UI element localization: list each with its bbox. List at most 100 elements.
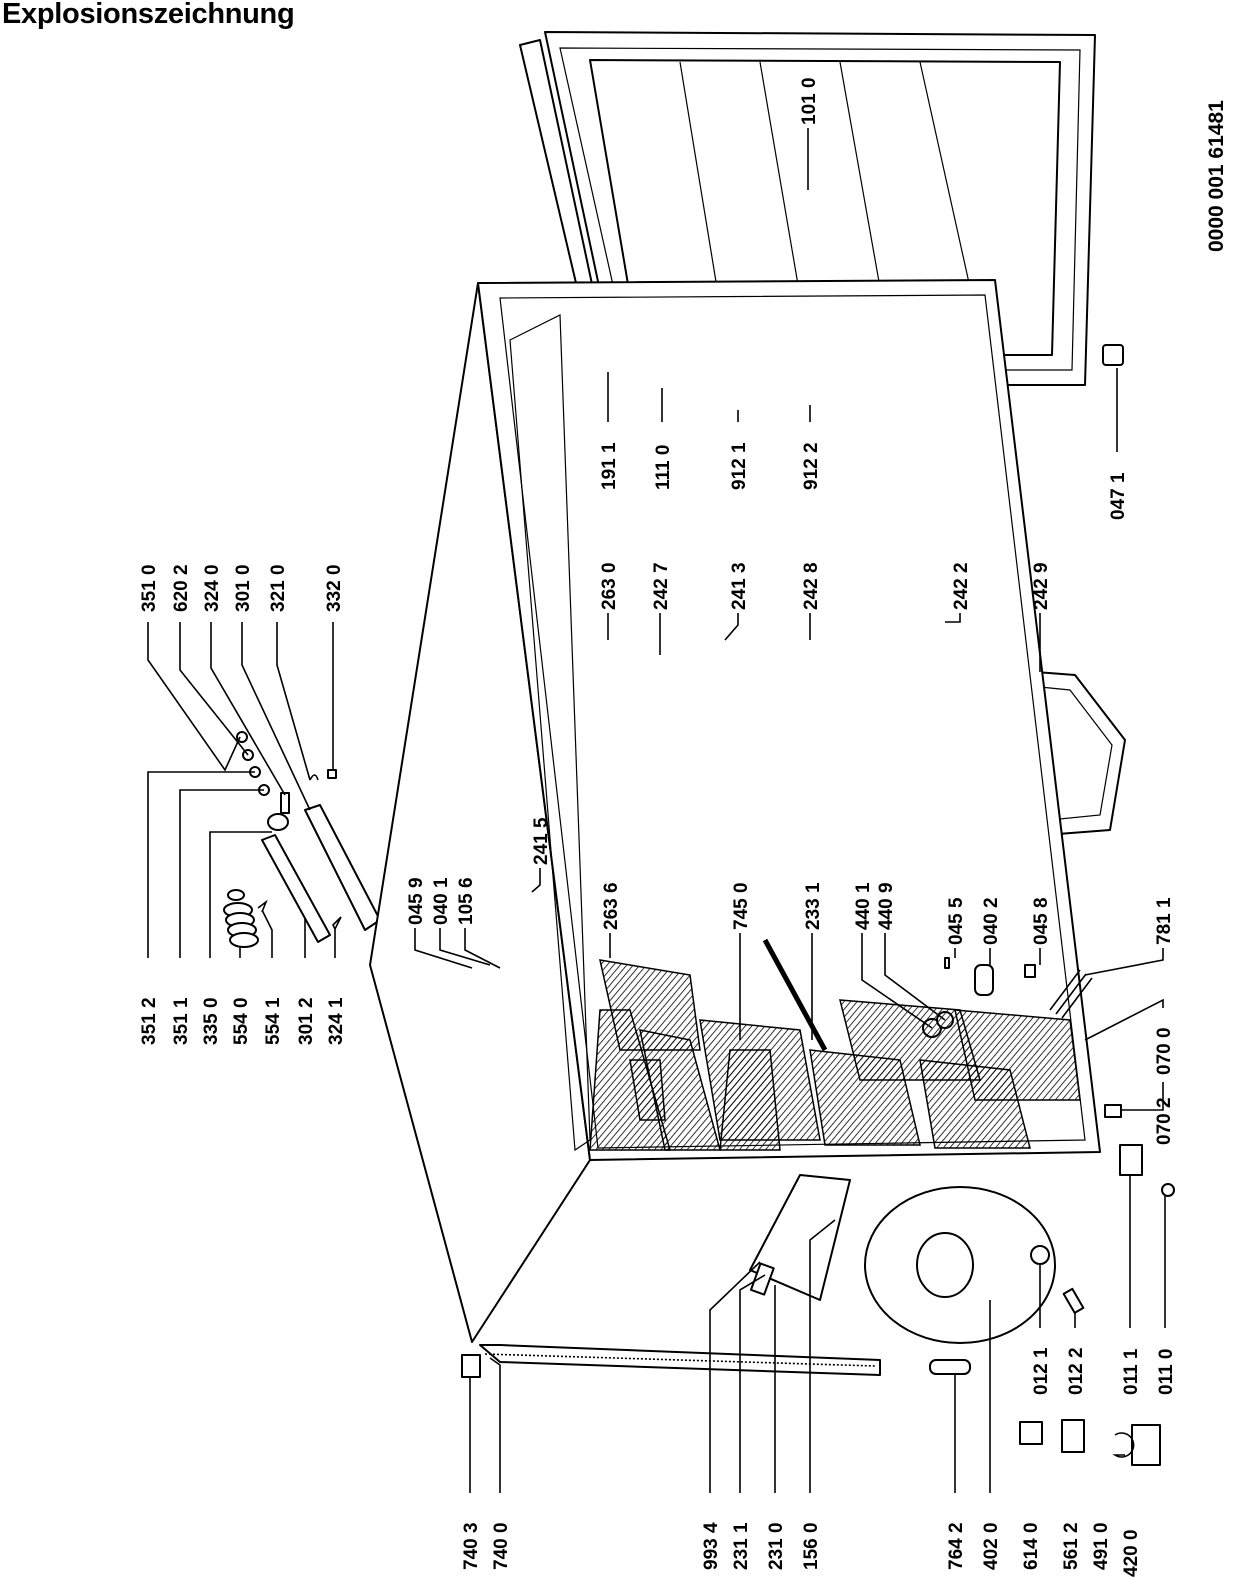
leader-line bbox=[179, 622, 249, 756]
hinge-bottom bbox=[1119, 1144, 1143, 1176]
leader-line bbox=[724, 613, 739, 641]
compressor bbox=[916, 1232, 974, 1298]
part-label-4200: 420 0 bbox=[1121, 1529, 1142, 1577]
part-label-2428: 242 8 bbox=[801, 562, 822, 610]
leader-line bbox=[147, 622, 241, 772]
part-label-6140: 614 0 bbox=[1021, 1522, 1042, 1570]
part-label-0455: 045 5 bbox=[946, 897, 967, 945]
thermostat-bar bbox=[261, 834, 331, 943]
part-label-0459: 045 9 bbox=[406, 877, 427, 925]
part-label-2415: 241 5 bbox=[531, 817, 552, 865]
part-label-7811: 781 1 bbox=[1154, 897, 1175, 945]
part-label-0121: 012 1 bbox=[1031, 1347, 1052, 1395]
leader-line bbox=[1084, 998, 1164, 1041]
part-label-2429: 242 9 bbox=[1031, 562, 1052, 610]
part-label-7642: 764 2 bbox=[946, 1522, 967, 1570]
part-label-1010: 101 0 bbox=[799, 77, 820, 125]
part-label-3320: 332 0 bbox=[324, 564, 345, 612]
part-label-0110: 011 0 bbox=[1156, 1349, 1177, 1396]
document-number: 0000 001 61481 bbox=[1205, 100, 1228, 252]
leader-lines bbox=[147, 128, 1166, 1493]
wire-bundle bbox=[1049, 969, 1093, 1019]
leader-line bbox=[489, 1357, 501, 1493]
leader-line bbox=[210, 622, 286, 796]
part-label-0700: 070 0 bbox=[1154, 1027, 1175, 1075]
part-label-0402: 040 2 bbox=[981, 897, 1002, 945]
part-label-9121: 912 1 bbox=[729, 442, 750, 490]
part-label-1110: 111 0 bbox=[653, 445, 674, 490]
part-label-0702: 070 2 bbox=[1154, 1097, 1175, 1145]
part-label-0401: 040 1 bbox=[431, 877, 452, 925]
part-label-0458: 045 8 bbox=[1031, 897, 1052, 945]
part-label-5540: 554 0 bbox=[231, 997, 252, 1045]
leader-line bbox=[464, 928, 501, 969]
leader-line bbox=[1084, 948, 1164, 976]
part-label-5612: 561 2 bbox=[1061, 1522, 1082, 1570]
leader-line bbox=[531, 868, 541, 893]
leader-line bbox=[739, 1274, 766, 1493]
part-label-7450: 745 0 bbox=[731, 882, 752, 930]
cabinet bbox=[369, 279, 1175, 1378]
part-label-2422: 242 2 bbox=[951, 562, 972, 610]
part-label-3510: 351 0 bbox=[139, 564, 160, 612]
leader-line bbox=[1122, 1082, 1164, 1111]
switch-part bbox=[1131, 1424, 1161, 1466]
part-label-1560: 156 0 bbox=[801, 1522, 822, 1570]
part-labels: 351 0 620 2 324 0 301 0 321 0 332 0 351 2 351 1… bbox=[139, 77, 1177, 1577]
control-parts bbox=[223, 731, 381, 948]
part-label-3350: 335 0 bbox=[201, 997, 222, 1045]
part-label-7400: 740 0 bbox=[491, 1522, 512, 1570]
part-label-0122: 012 2 bbox=[1066, 1347, 1087, 1395]
condenser bbox=[479, 1344, 881, 1376]
part-label-3240: 324 0 bbox=[202, 564, 223, 612]
leader-line bbox=[945, 613, 961, 623]
part-label-2427: 242 7 bbox=[651, 562, 672, 610]
part-label-5541: 554 1 bbox=[263, 997, 284, 1045]
part-label-3511: 351 1 bbox=[171, 997, 192, 1045]
relay-part bbox=[1019, 1421, 1043, 1445]
part-label-2630: 263 0 bbox=[599, 562, 620, 610]
cable-part bbox=[1112, 1432, 1135, 1458]
leader-line bbox=[709, 1261, 761, 1493]
part-label-2636: 263 6 bbox=[601, 882, 622, 930]
part-label-3210: 321 0 bbox=[268, 564, 289, 612]
part-label-6202: 620 2 bbox=[171, 564, 192, 612]
part-label-3010: 301 0 bbox=[233, 564, 254, 612]
part-label-2311: 231 1 bbox=[731, 1522, 752, 1570]
part-label-3241: 324 1 bbox=[326, 997, 347, 1045]
part-label-9934: 993 4 bbox=[701, 1522, 722, 1570]
leader-line bbox=[261, 909, 273, 958]
part-label-0471: 047 1 bbox=[1108, 472, 1129, 520]
leader-line bbox=[884, 933, 946, 1021]
part-label-1911: 191 1 bbox=[599, 442, 620, 490]
part-label-1056: 105 6 bbox=[456, 877, 477, 925]
diagram-title: Explosionszeichnung bbox=[2, 0, 295, 30]
part-label-7403: 740 3 bbox=[461, 1522, 482, 1570]
spring-part bbox=[223, 889, 259, 948]
foot-part bbox=[461, 1354, 481, 1378]
part-label-4409: 440 9 bbox=[876, 882, 897, 930]
part-label-4401: 440 1 bbox=[853, 882, 874, 930]
part-label-2331: 233 1 bbox=[803, 882, 824, 930]
leader-line bbox=[241, 622, 311, 811]
leader-line bbox=[861, 933, 933, 1029]
leader-line bbox=[179, 789, 264, 958]
part-label-4910: 491 0 bbox=[1091, 1522, 1112, 1570]
part-label-3012: 301 2 bbox=[296, 997, 317, 1045]
part-label-9122: 912 2 bbox=[801, 442, 822, 490]
part-label-4020: 402 0 bbox=[981, 1522, 1002, 1570]
leader-line bbox=[414, 928, 473, 969]
accessory-parts bbox=[1019, 1419, 1161, 1466]
control-panel bbox=[749, 1174, 851, 1301]
part-label-0111: 011 1 bbox=[1121, 1348, 1142, 1395]
leader-line bbox=[147, 771, 255, 958]
leader-line bbox=[439, 928, 491, 966]
leader-line bbox=[809, 1219, 836, 1493]
lamp-holder-part bbox=[1061, 1419, 1085, 1453]
leader-line bbox=[209, 831, 272, 958]
part-label-2310: 231 0 bbox=[766, 1522, 787, 1570]
filter-dryer bbox=[929, 1359, 971, 1375]
leader-line bbox=[276, 622, 311, 781]
part-label-3512: 351 2 bbox=[139, 997, 160, 1045]
